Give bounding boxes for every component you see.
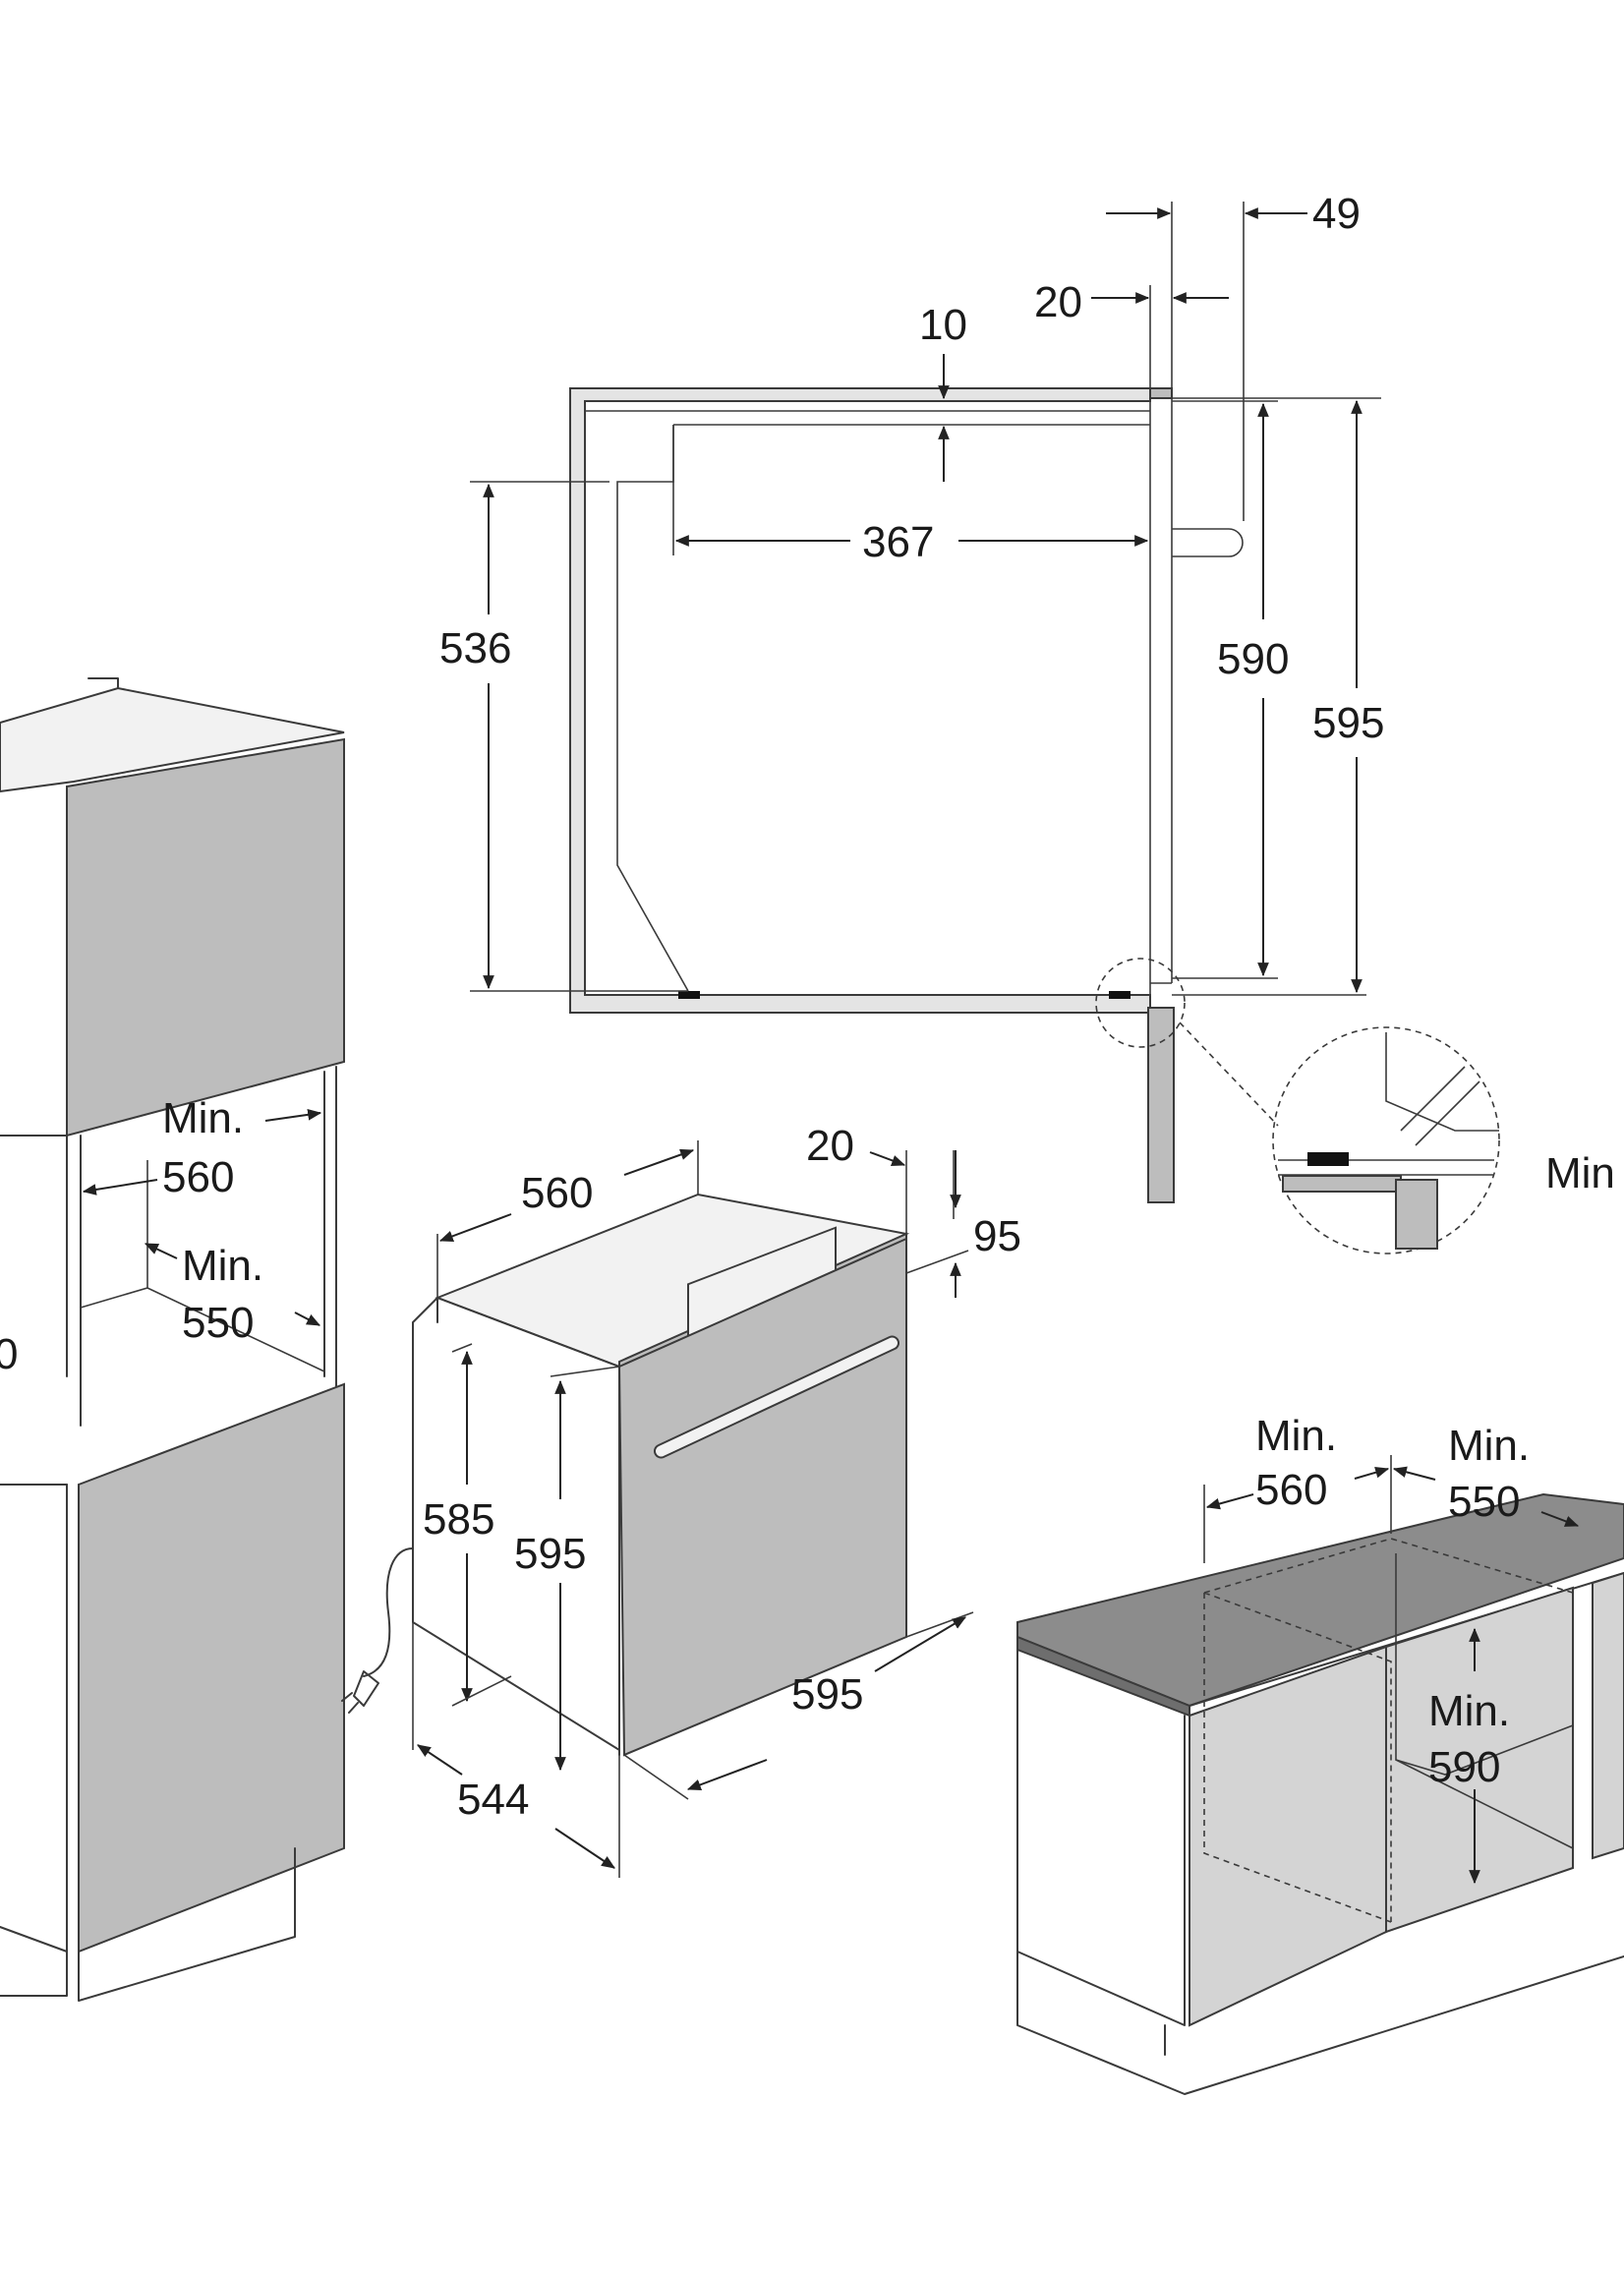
oven-body-height: 585	[423, 1495, 494, 1544]
under-counter-view: Min. 560 Min. 550 Min. 590	[1016, 1412, 1624, 2095]
door-edge	[1149, 387, 1173, 399]
cabinet-side	[1189, 1645, 1387, 2027]
upper-door	[66, 737, 345, 1137]
detail-callout-small	[1095, 958, 1186, 1048]
oven-panel-height: 95	[973, 1212, 1021, 1260]
lower-door	[78, 1382, 345, 1953]
side-panel	[1147, 1007, 1175, 1203]
uc-min-width-label: Min.	[1255, 1412, 1337, 1460]
oven-front-width: 595	[791, 1670, 863, 1719]
dim-20-top: 20	[1034, 278, 1082, 326]
col-min-width-label: Min.	[162, 1094, 244, 1142]
detail-content	[1278, 1032, 1499, 1250]
column-cabinet-view: Min. 560 Min. 550 0	[0, 677, 345, 2002]
oven-door-thickness: 20	[806, 1122, 854, 1170]
oven-3d-view: 560 20 95 585 595 595 544	[341, 1122, 1021, 1878]
dim-536: 536	[439, 624, 511, 672]
oven-cavity-outline	[616, 424, 1150, 992]
col-height-partial: 0	[0, 1330, 18, 1378]
uc-min-width-value: 560	[1255, 1466, 1327, 1514]
plug-icon	[341, 1670, 379, 1714]
detail-callout-large	[1272, 1026, 1500, 1254]
oven-front-height: 595	[514, 1530, 586, 1578]
oven-width-top: 560	[521, 1169, 593, 1217]
power-cable	[363, 1547, 414, 1677]
uc-min-depth-value: 550	[1448, 1478, 1520, 1526]
oven-handle-icon	[654, 1335, 899, 1459]
cutout-dashed	[1203, 1538, 1574, 1923]
col-min-depth-value: 550	[182, 1299, 254, 1347]
uc-min-depth-label: Min.	[1448, 1422, 1530, 1470]
uc-min-height-label: Min.	[1428, 1687, 1510, 1735]
dim-367: 367	[862, 518, 934, 566]
foot-right	[1109, 991, 1131, 999]
col-min-width-value: 560	[162, 1153, 234, 1201]
oven-body-depth: 544	[457, 1776, 529, 1824]
detail-min-label: Min	[1545, 1149, 1615, 1197]
dim-595-top: 595	[1312, 699, 1384, 747]
dim-10: 10	[919, 301, 967, 349]
col-min-depth-label: Min.	[182, 1242, 263, 1290]
uc-min-height-value: 590	[1428, 1743, 1500, 1791]
dim-49: 49	[1312, 190, 1361, 238]
top-section-view: 49 20 10 367 536 590 595	[439, 190, 1615, 1254]
handle-icon	[1172, 528, 1244, 557]
dim-590: 590	[1217, 635, 1289, 683]
foot-left	[678, 991, 700, 999]
